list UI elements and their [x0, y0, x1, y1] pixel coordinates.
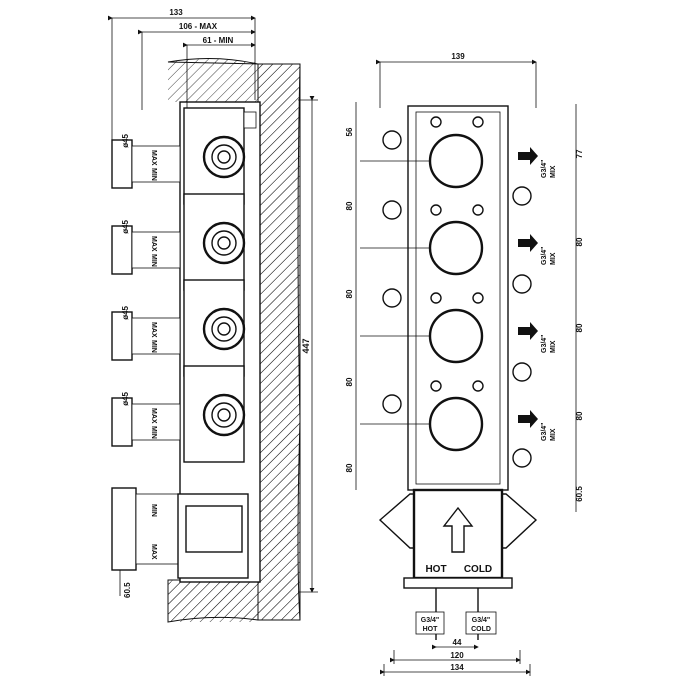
- outlet-g34: G3/4": [541, 247, 548, 266]
- dim-56: 56: [345, 127, 354, 136]
- dim-61-min: 61 - MIN: [203, 36, 234, 45]
- diverter-module: MIN MAX: [111, 487, 249, 579]
- cartridge-3: G3/4" MIX: [360, 308, 557, 364]
- dim-60-5-side: 60.5: [123, 582, 132, 598]
- diameter-label: ø45: [121, 133, 130, 147]
- dim-133: 133: [169, 8, 183, 17]
- outlet-g34: G3/4": [541, 423, 548, 442]
- dim-77: 77: [575, 149, 584, 158]
- max-label: MAX: [150, 544, 157, 560]
- max-label: MAX: [150, 322, 157, 338]
- dim-60-5: 60.5: [575, 486, 584, 502]
- max-label: MAX: [150, 408, 157, 424]
- dim-447: 447: [301, 338, 311, 353]
- min-label: MIN: [150, 168, 157, 181]
- dim-139: 139: [451, 52, 465, 61]
- min-label: MIN: [150, 340, 157, 353]
- dim-80: 80: [575, 237, 584, 246]
- dim-120: 120: [450, 651, 464, 660]
- min-label: MIN: [150, 426, 157, 439]
- valve-module-2: ø45 MAX MIN: [111, 193, 246, 291]
- dim-80: 80: [345, 201, 354, 210]
- dim-80: 80: [575, 411, 584, 420]
- up-arrow-icon: [442, 506, 474, 553]
- dim-134: 134: [450, 663, 464, 672]
- mix-label: MIX: [550, 340, 557, 353]
- front-view: 139 56 80 80 80 80 77 80 80 80 60.5 G3/4…: [345, 52, 584, 676]
- dim-80: 80: [345, 377, 354, 386]
- valve-module-3: ø45 MAX MIN: [111, 279, 246, 377]
- max-label: MAX: [150, 236, 157, 252]
- dim-80: 80: [345, 463, 354, 472]
- diameter-label: ø45: [121, 305, 130, 319]
- min-label: MIN: [150, 254, 157, 267]
- cartridge-1: G3/4" MIX: [360, 133, 557, 189]
- valve-module-1: ø45 MAX MIN: [111, 107, 257, 205]
- inlet-cold-g34: G3/4": [472, 617, 491, 624]
- mounting-ears: [382, 116, 532, 468]
- top-dimensions: 133 106 - MAX 61 - MIN: [108, 8, 256, 180]
- outlet-g34: G3/4": [541, 335, 548, 354]
- valve-module-4: ø45 MAX MIN: [111, 365, 246, 463]
- dim-80: 80: [575, 323, 584, 332]
- side-view: 133 106 - MAX 61 - MIN ø45 MAX MIN: [108, 8, 318, 623]
- dim-44: 44: [453, 638, 462, 647]
- mix-label: MIX: [550, 252, 557, 265]
- inlet-hot-g34: G3/4": [421, 617, 440, 624]
- outlet-g34: G3/4": [541, 160, 548, 179]
- hot-label: HOT: [425, 564, 446, 575]
- cold-label: COLD: [464, 564, 492, 575]
- max-label: MAX: [150, 150, 157, 166]
- mix-label: MIX: [550, 165, 557, 178]
- diameter-label: ø45: [121, 391, 130, 405]
- mix-label: MIX: [550, 428, 557, 441]
- dim-80: 80: [345, 289, 354, 298]
- min-label: MIN: [150, 504, 157, 517]
- diameter-label: ø45: [121, 219, 130, 233]
- inlet-hot-label: HOT: [423, 626, 439, 633]
- cartridge-4: G3/4" MIX: [360, 396, 557, 452]
- cartridge-2: G3/4" MIX: [360, 220, 557, 276]
- inlet-cold-label: COLD: [471, 626, 491, 633]
- dim-106-max: 106 - MAX: [179, 22, 218, 31]
